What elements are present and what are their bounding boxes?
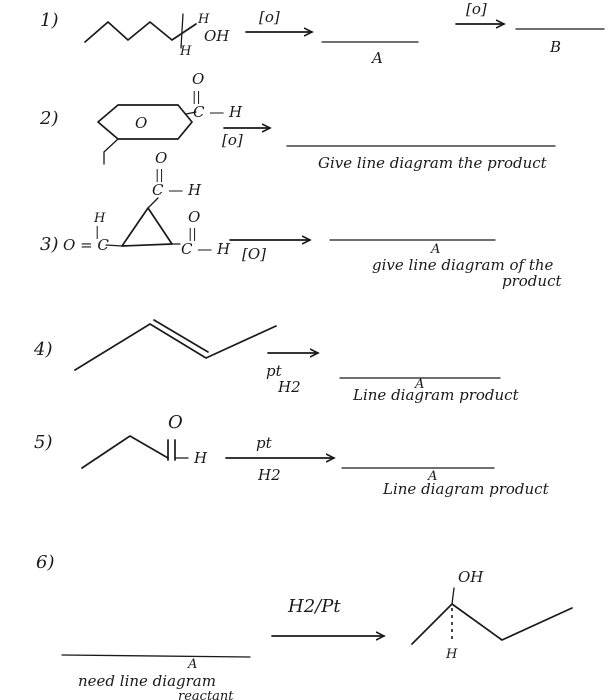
bond	[147, 197, 159, 209]
atom-oh: OH	[204, 27, 230, 45]
atom-ch: C — H	[193, 103, 243, 121]
ethyl-branch	[103, 138, 119, 165]
problem-3: 3) O || C — H H | O = C O || C — H [O] A…	[40, 149, 562, 290]
double-bond: ||	[188, 227, 197, 242]
reagent-label: [o]	[222, 131, 243, 149]
reagent-label: [o]	[466, 0, 487, 18]
problem-number: 1)	[40, 10, 58, 31]
reagent-top: pt	[266, 362, 283, 380]
atom-h-top: H	[197, 12, 210, 27]
reagent-label: H2/Pt	[287, 596, 341, 617]
bond	[105, 244, 123, 247]
problem-number: 5)	[34, 432, 52, 453]
cyclopropane-ring	[121, 207, 173, 247]
product-skeleton	[411, 603, 573, 645]
reactant-skeleton	[81, 435, 169, 469]
atom-h-bottom: H	[179, 44, 192, 59]
atom-o: O	[188, 208, 200, 226]
blank-letter: A	[430, 242, 440, 257]
problem-4: 4) pt H2 A Line diagram product	[33, 319, 520, 404]
atom-h: H	[93, 211, 106, 226]
blank-letter: A	[370, 49, 383, 67]
instruction-text: need line diagram	[78, 672, 216, 690]
instruction-text-cont: reactant	[178, 689, 234, 700]
problem-2: 2) O O || C — H [o] Give line diagram th…	[39, 70, 556, 172]
answer-blank	[61, 654, 251, 658]
problem-number: 6)	[36, 552, 54, 573]
blank-letter: B	[549, 38, 561, 56]
reagent-label: [o]	[259, 8, 280, 26]
atom-o: O	[192, 70, 204, 88]
problem-number: 4)	[33, 339, 52, 360]
instruction-text: give line diagram of the	[372, 256, 554, 274]
atom-ch: C — H	[181, 240, 231, 258]
atom-h: H	[193, 449, 208, 467]
blank-letter: A	[427, 469, 437, 484]
atom-h: H	[445, 647, 458, 662]
reagent-top: pt	[256, 434, 273, 452]
reactant-skeleton	[84, 21, 197, 43]
reactant-skeleton	[74, 323, 277, 371]
blank-letter: A	[187, 657, 197, 672]
reagent-bottom: H2	[257, 466, 281, 484]
blank-letter: A	[414, 377, 424, 392]
double-bond: ||	[192, 90, 201, 105]
double-bond: ||	[155, 168, 164, 183]
problem-1: 1) H OH H [o] A [o] B	[40, 0, 605, 67]
problem-5: 5) O H pt H2 A Line diagram product	[34, 412, 550, 498]
benzene-ring	[97, 104, 193, 140]
reagent-label: [O]	[242, 245, 266, 263]
problem-6: 6) A need line diagram reactant H2/Pt OH…	[36, 552, 573, 700]
problem-number: 3)	[40, 234, 58, 255]
single-bond: |	[95, 225, 99, 240]
instruction-text-cont: product	[502, 272, 562, 290]
problem-number: 2)	[39, 108, 58, 129]
oh-bond	[451, 587, 455, 605]
aldehyde-left: O = C	[63, 236, 109, 254]
atom-ch: C — H	[152, 181, 202, 199]
reagent-bottom: H2	[277, 378, 301, 396]
instruction-text: Line diagram product	[352, 386, 520, 404]
ring-bond	[185, 111, 197, 115]
atom-o: O	[168, 412, 183, 433]
vertical-bond	[180, 13, 184, 49]
instruction-text: Give line diagram the product	[318, 154, 548, 172]
instruction-text: Line diagram product	[382, 480, 550, 498]
ring-label: O	[135, 114, 147, 132]
atom-o: O	[155, 149, 167, 167]
double-bond-line	[153, 319, 209, 353]
atom-oh: OH	[458, 568, 484, 586]
